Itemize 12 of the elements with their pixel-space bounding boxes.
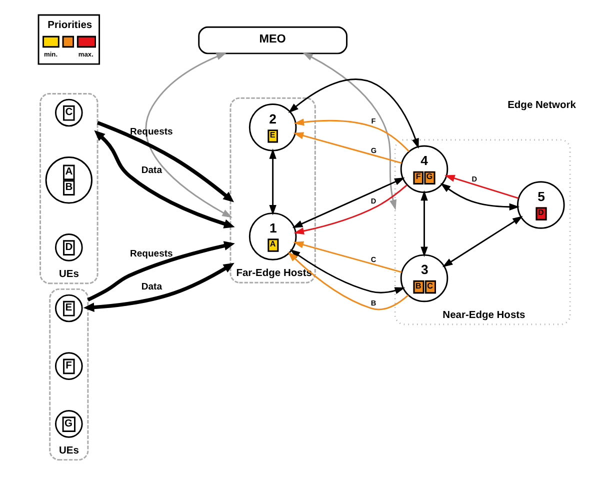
edge-label: Requests — [130, 126, 172, 138]
edge-label: C — [370, 255, 376, 264]
label: Edge Network — [507, 100, 576, 112]
edge-label: Data — [140, 281, 162, 292]
edge-label: F — [370, 116, 376, 126]
edge-label: Requests — [130, 248, 172, 260]
edge-label: D — [471, 174, 476, 184]
edge-label: Data — [140, 165, 162, 176]
edge-label: G — [370, 146, 376, 156]
edge-label: B — [370, 298, 376, 308]
edge-label: D — [370, 196, 376, 206]
label: Priorities — [47, 20, 92, 31]
